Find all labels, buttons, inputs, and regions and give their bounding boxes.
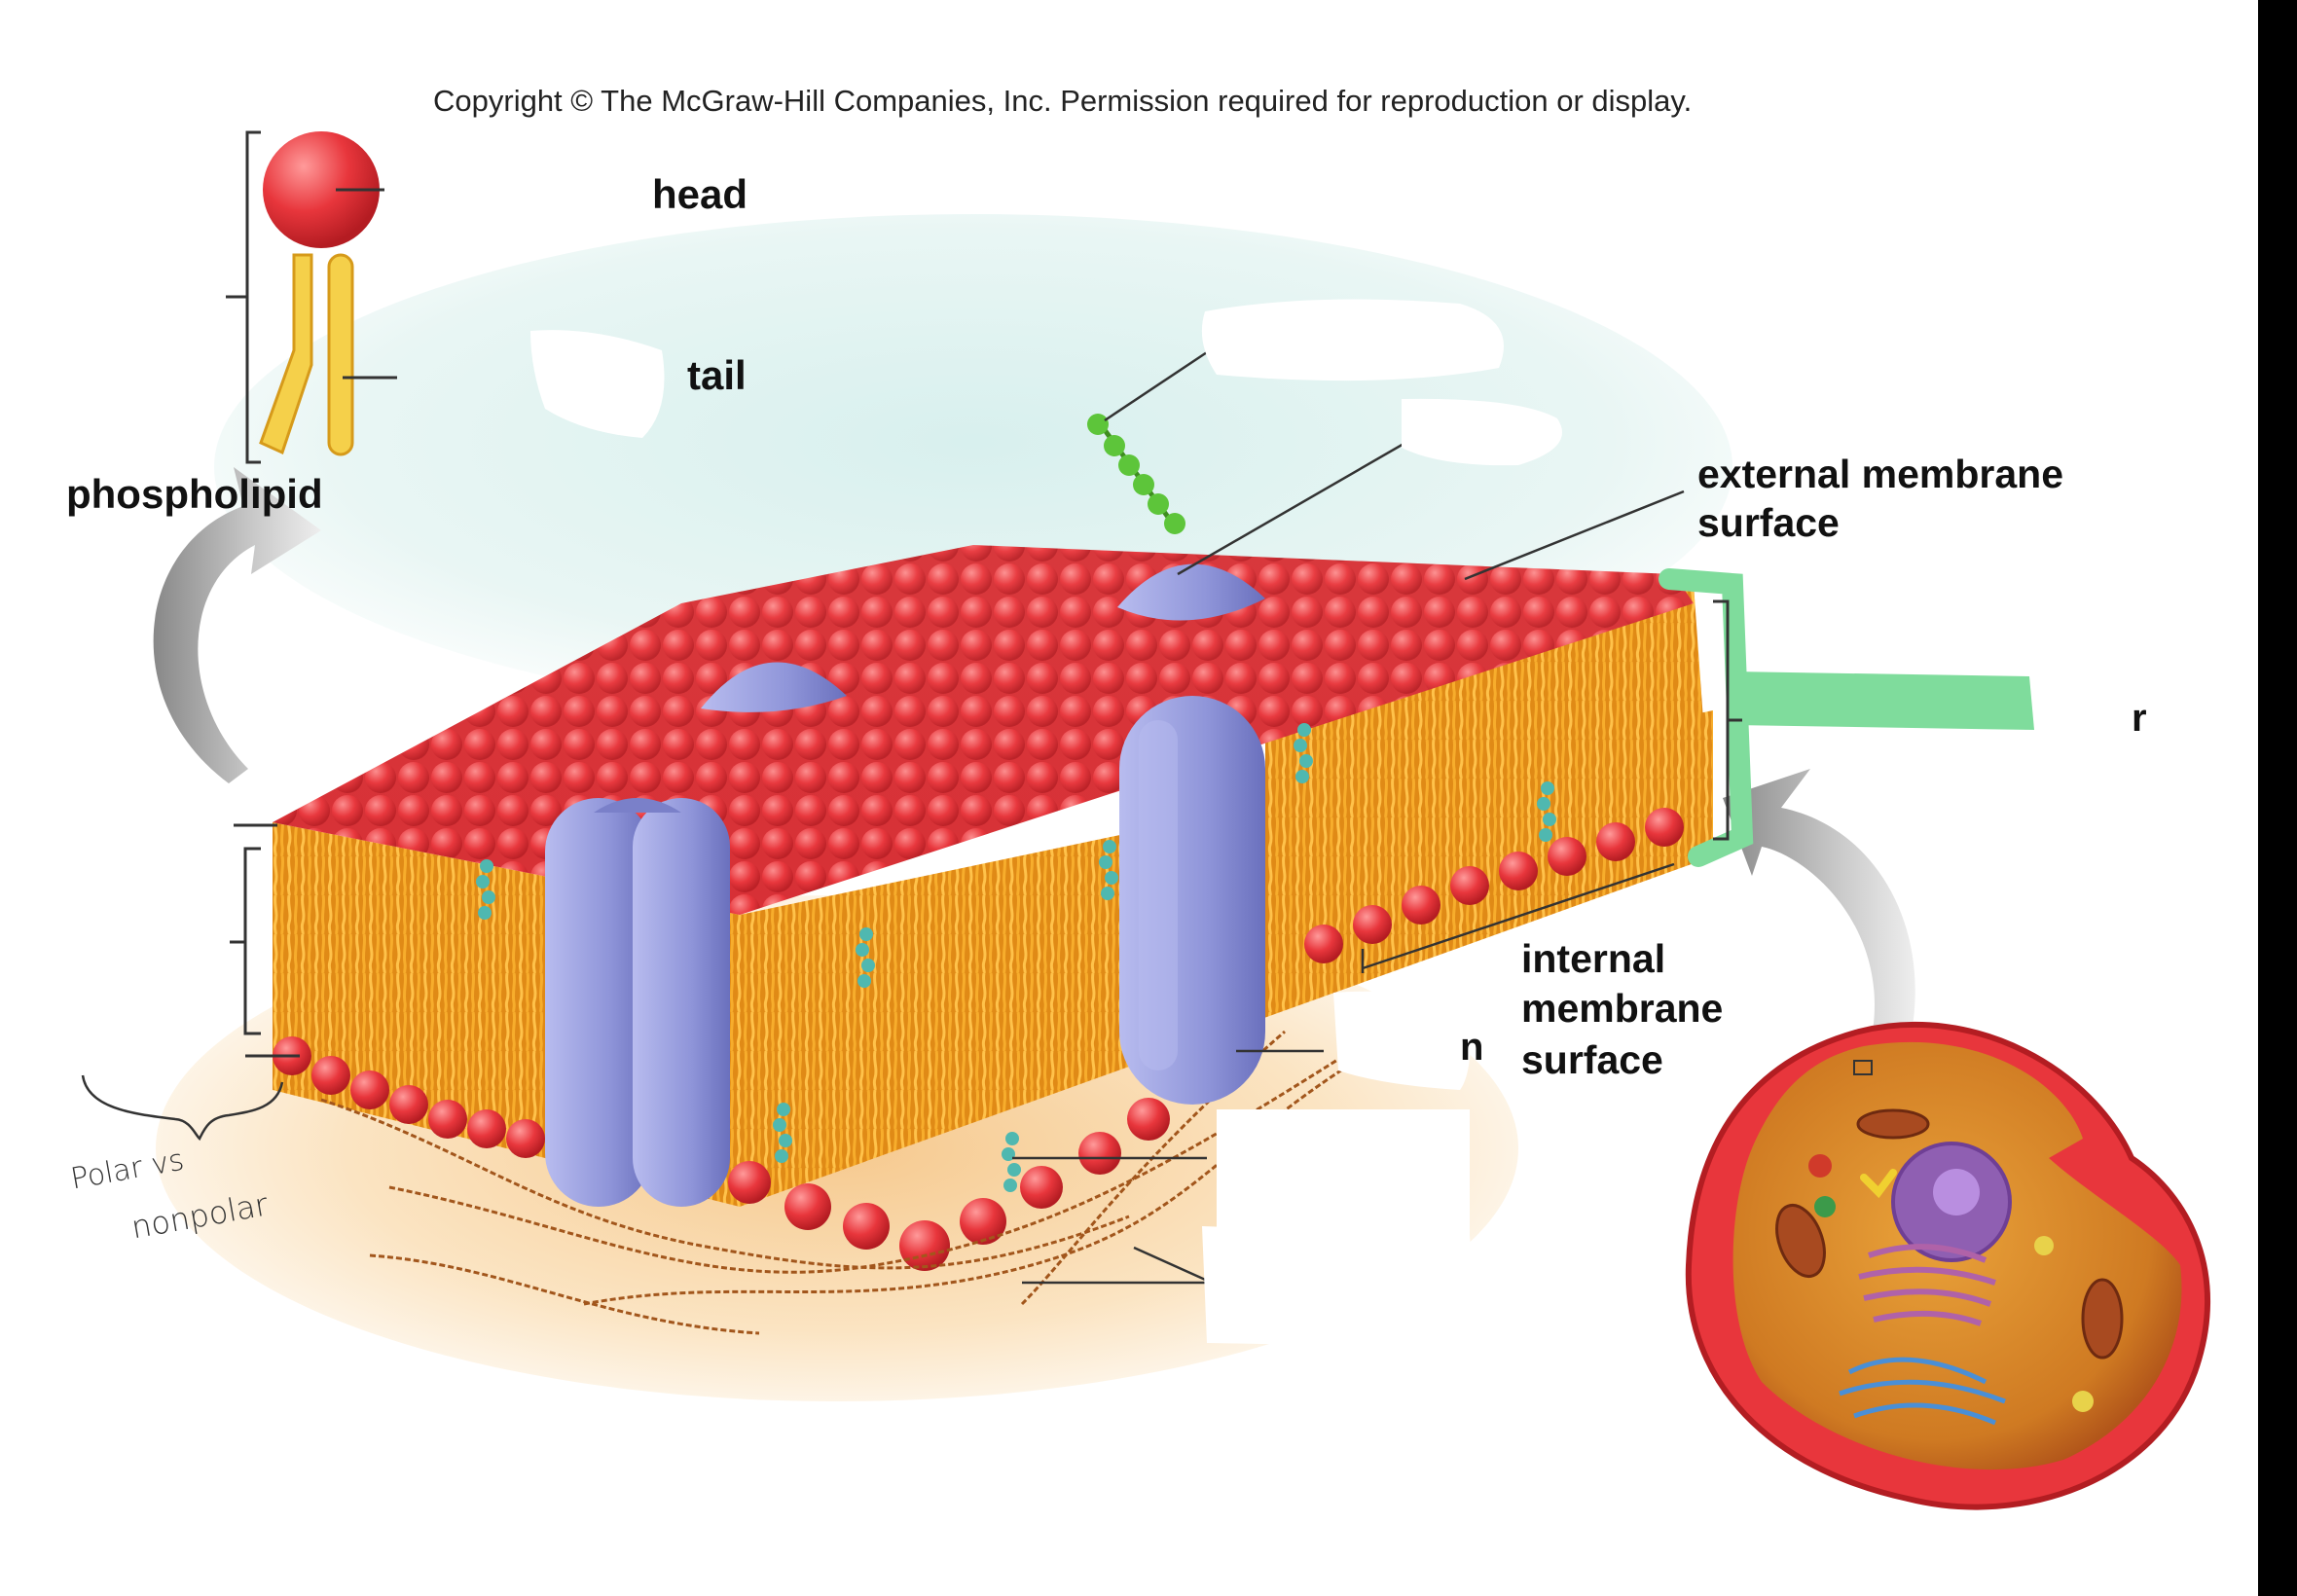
label-phospholipid: phospholipid xyxy=(66,471,323,517)
channel-protein xyxy=(545,798,730,1207)
label-partial-n: n xyxy=(1460,1026,1484,1069)
carbohydrate-chain xyxy=(1087,414,1185,534)
leader-lines xyxy=(1012,350,1685,1285)
phospholipid-head-icon xyxy=(263,131,380,248)
label-internal: internal xyxy=(1521,936,1666,981)
label-head: head xyxy=(652,171,748,217)
curved-arrow-left xyxy=(153,467,321,783)
label-internal-surface: surface xyxy=(1521,1037,1663,1082)
glycoprotein xyxy=(1117,563,1265,621)
label-tail: tail xyxy=(687,352,747,398)
peripheral-protein-left xyxy=(701,662,847,712)
label-cover-ups xyxy=(530,299,1562,1348)
label-partial-r: r xyxy=(2132,697,2147,740)
copyright-notice: Copyright © The McGraw-Hill Companies, I… xyxy=(433,84,1693,118)
integral-protein xyxy=(1119,696,1265,1105)
label-external-membrane: external membrane xyxy=(1697,452,2064,496)
bilayer-bracket-left xyxy=(230,823,300,1058)
cholesterol xyxy=(476,723,1556,1192)
animal-cell-illustration xyxy=(1685,1021,2210,1510)
phospholipid-inset xyxy=(226,130,397,464)
bilayer-highlight-bracket xyxy=(1659,568,2034,867)
label-internal-membrane: membrane xyxy=(1521,986,1724,1031)
inner-head-row xyxy=(273,808,1684,1271)
handwritten-brace xyxy=(81,1074,284,1142)
label-external-surface: surface xyxy=(1697,500,1840,545)
curved-arrow-right xyxy=(1723,769,1915,1051)
